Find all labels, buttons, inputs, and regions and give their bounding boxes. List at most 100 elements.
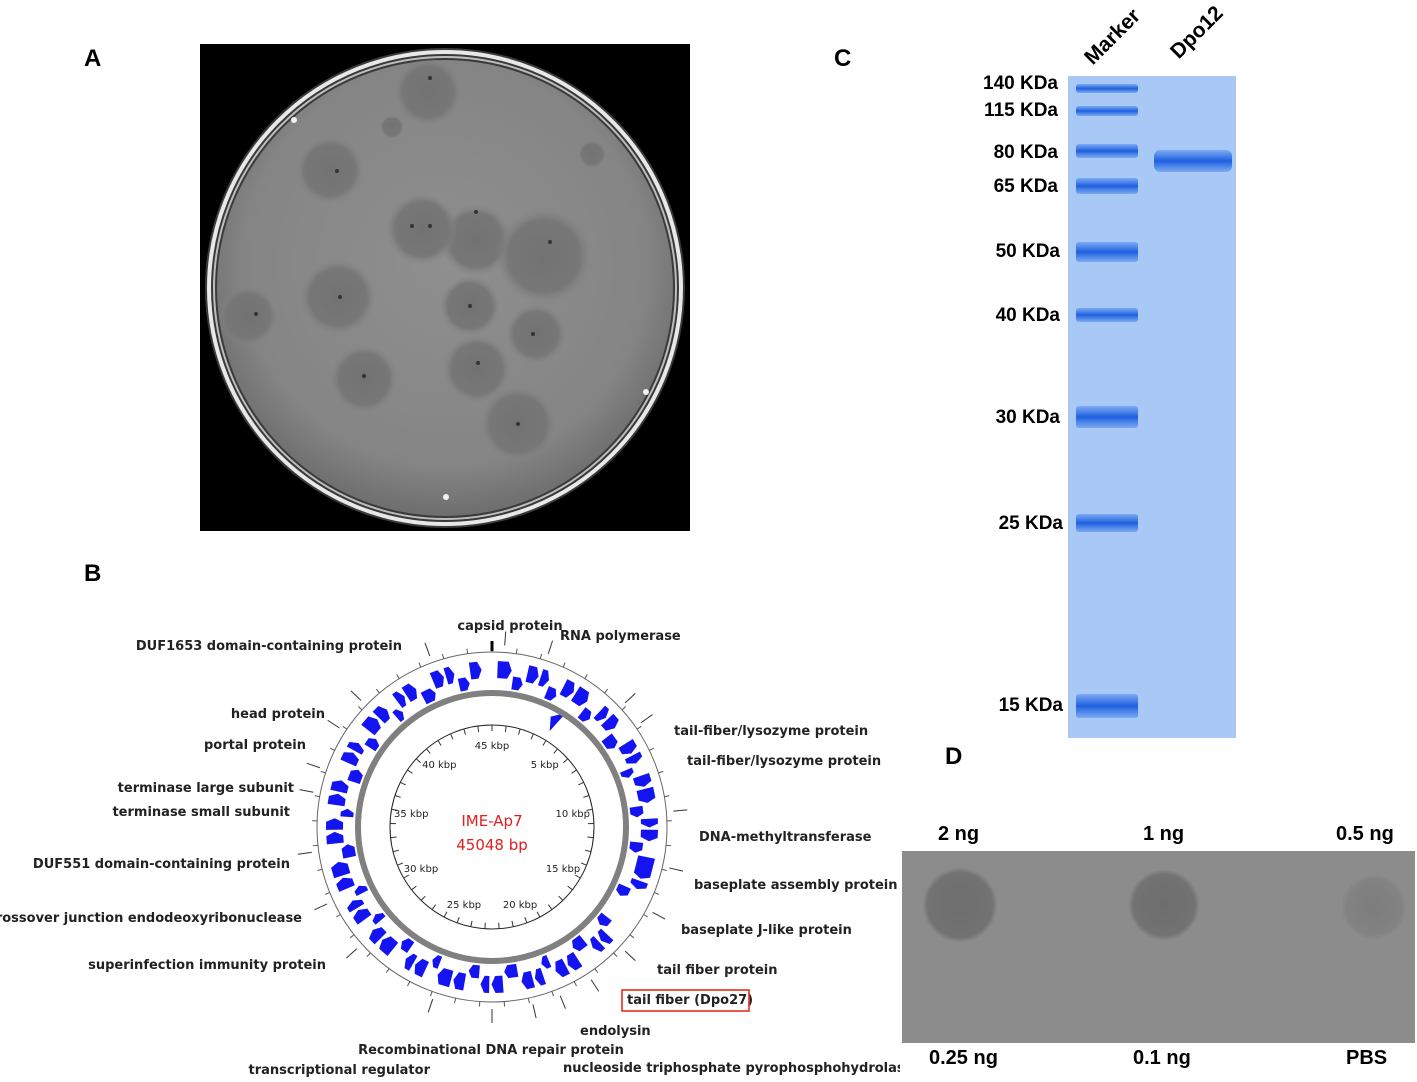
- outer-tick: [515, 648, 518, 654]
- dose-label: 0.5 ng: [1336, 823, 1394, 845]
- annotation-label: terminase large subunit: [118, 781, 294, 796]
- dpo12-band: [1154, 150, 1232, 172]
- annotation-leader: [547, 640, 554, 655]
- lane-label-marker: Marker: [1080, 4, 1146, 70]
- gene-arrow: [597, 928, 614, 944]
- outer-tick: [562, 662, 566, 668]
- gene-arrow: [347, 769, 363, 784]
- gene-arrow: [347, 899, 365, 913]
- spot-2ng: [922, 867, 998, 943]
- gene-arrow: [630, 878, 648, 889]
- inner-tick: [431, 904, 436, 910]
- annotation-label: DUF1653 domain-containing protein: [136, 639, 402, 654]
- annotation-label: DNA-methyltransferase: [699, 830, 872, 845]
- gene-arrow: [340, 808, 354, 818]
- gene-arrow: [361, 716, 381, 736]
- annotation-label: tail-fiber/lysozyme protein: [674, 724, 868, 739]
- outer-tick: [654, 892, 660, 895]
- gene-arrow: [457, 677, 470, 692]
- outer-tick: [312, 844, 319, 847]
- gene-arrow: [404, 953, 418, 971]
- inner-tick: [558, 895, 564, 901]
- inner-scale-label: 15 kbp: [546, 864, 580, 875]
- dose-label: 0.25 ng: [929, 1047, 998, 1069]
- spot-0.5ng: [1340, 873, 1408, 941]
- outer-tick: [661, 868, 667, 872]
- marker-band: [1076, 106, 1138, 116]
- gene-arrow: [392, 709, 405, 723]
- outer-tick: [335, 914, 341, 918]
- dose-label: 1 ng: [1143, 823, 1185, 845]
- gene-arrow: [468, 964, 480, 979]
- gene-arrow: [400, 938, 415, 953]
- gene-arrow: [640, 818, 658, 828]
- inner-tick: [420, 895, 426, 901]
- annotation-label: superinfection immunity protein: [88, 958, 326, 973]
- gene-arrow: [601, 733, 618, 749]
- annotation-leader: [314, 903, 328, 911]
- annotation-leader: [624, 950, 636, 962]
- gc-ring: [355, 690, 629, 964]
- gene-arrow: [372, 913, 386, 925]
- gene-arrow: [572, 935, 588, 952]
- marker-band: [1076, 308, 1138, 322]
- outer-tick: [573, 981, 577, 987]
- inner-scale-label: 25 kbp: [447, 900, 481, 911]
- gene-arrow: [590, 936, 606, 952]
- mw-label: 25 KDa: [998, 513, 1063, 534]
- gene-arrow: [632, 773, 652, 787]
- inner-tick: [524, 917, 528, 924]
- outer-tick: [324, 892, 330, 895]
- gene-arrow: [468, 661, 482, 680]
- outer-tick: [314, 795, 320, 798]
- annotation-leader: [624, 692, 636, 704]
- spot-1ng: [1128, 869, 1200, 941]
- outer-tick: [385, 968, 390, 973]
- outer-tick: [527, 998, 530, 1004]
- inner-tick: [517, 728, 521, 735]
- gene-arrow: [521, 970, 535, 990]
- outer-tick: [317, 868, 323, 872]
- gene-arrow: [497, 661, 512, 679]
- inner-tick: [456, 917, 460, 924]
- gene-arrow: [624, 751, 643, 764]
- gene-arrow: [372, 706, 390, 724]
- annotation-label: nucleoside triphosphate pyrophosphohydro…: [563, 1061, 900, 1076]
- gene-arrow: [414, 958, 429, 978]
- gene-arrow: [432, 955, 443, 969]
- gene-arrow: [364, 738, 380, 752]
- inner-tick: [574, 874, 581, 879]
- panel-letter-b: B: [84, 560, 102, 587]
- inner-tick: [583, 795, 590, 798]
- gene-arrow: [601, 713, 619, 731]
- annotation-leader: [424, 642, 431, 657]
- gene-arrow: [379, 936, 399, 956]
- panel-letter-c: C: [834, 45, 852, 72]
- inner-tick: [567, 885, 573, 891]
- gene-arrow: [534, 967, 546, 986]
- outer-tick: [604, 688, 609, 694]
- inner-scale-label: 5 kbp: [531, 760, 559, 771]
- annotation-leader: [590, 979, 600, 992]
- annotation-label: baseplate J-like protein: [681, 923, 852, 938]
- annotation-leader: [669, 867, 684, 872]
- outer-tick: [320, 770, 326, 774]
- marker-band: [1076, 144, 1138, 158]
- panel-letter-a: A: [84, 45, 102, 72]
- inner-tick: [511, 920, 514, 927]
- mw-label: 140 KDa: [983, 73, 1058, 94]
- gene-arrow: [401, 683, 418, 702]
- outer-tick: [342, 725, 348, 730]
- gene-arrow: [618, 739, 637, 755]
- mw-label: 50 KDa: [995, 241, 1060, 262]
- annotation-label: baseplate assembly protein: [694, 878, 898, 893]
- sds-page-gel: [1068, 76, 1236, 738]
- inner-tick: [587, 836, 594, 839]
- annotation-leader: [299, 789, 314, 793]
- inner-scale-label: 30 kbp: [404, 864, 438, 875]
- annotation-leader: [427, 998, 434, 1013]
- gene-arrow: [541, 955, 552, 969]
- annotation-leader: [559, 995, 566, 1009]
